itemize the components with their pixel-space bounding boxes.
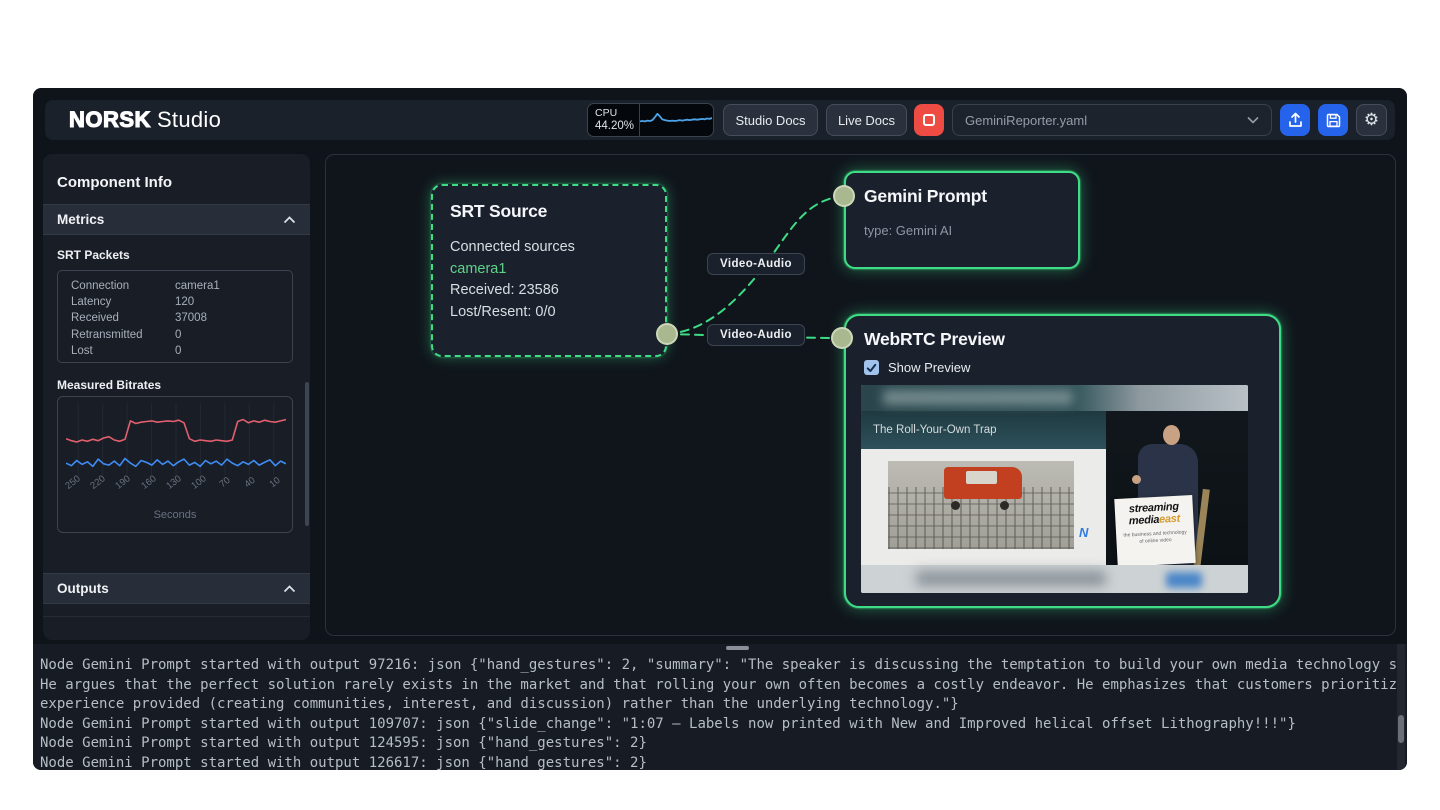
node-title: SRT Source [450, 201, 548, 221]
podium-sign: streaming mediaeast the business and tec… [1114, 495, 1196, 565]
brand-light: Studio [156, 107, 222, 132]
slide-body [861, 449, 1106, 565]
bitrates-x-label: Seconds [153, 509, 197, 521]
outputs-section-label: Outputs [57, 581, 109, 596]
source-name: camera1 [450, 260, 507, 277]
show-preview-label: Show Preview [888, 360, 971, 375]
slide-title: The Roll-Your-Own Trap [873, 424, 997, 436]
node-title: Gemini Prompt [864, 186, 987, 206]
brand-bold: NORSK [68, 106, 151, 132]
slide-header: The Roll-Your-Own Trap [861, 411, 1106, 449]
node-title: WebRTC Preview [864, 329, 1005, 349]
gear-icon: ⚙ [1363, 110, 1380, 129]
sidebar-scrollbar[interactable] [305, 382, 309, 526]
panel-title: Component Info [57, 174, 172, 191]
log-scrollbar-track [1397, 644, 1405, 770]
save-button[interactable] [1318, 104, 1348, 136]
metrics-section-label: Metrics [57, 212, 105, 227]
blurred-title-blob [883, 390, 1073, 405]
component-info-panel: Component Info Metrics SRT Packets Conne… [43, 154, 310, 640]
checkmark-icon [866, 363, 877, 372]
stop-button[interactable] [914, 104, 944, 136]
log-vertical-scrollbar[interactable] [1398, 715, 1404, 743]
stage-area: streaming mediaeast the business and tec… [1106, 411, 1248, 565]
connected-sources-label: Connected sources [450, 239, 575, 255]
speaker-head [1163, 425, 1180, 445]
show-preview-checkbox[interactable] [864, 360, 879, 375]
video-bottom-band [861, 565, 1248, 593]
cpu-meter: CPU 44.20% [587, 103, 714, 137]
node-webrtc-preview[interactable]: WebRTC Preview Show Preview [844, 314, 1281, 608]
node-gemini-prompt[interactable]: Gemini Prompt type: Gemini AI [844, 171, 1080, 269]
log-horizontal-scrollbar[interactable] [726, 646, 749, 650]
blurred-blue-logo [1166, 572, 1202, 588]
cpu-sparkline [640, 104, 713, 136]
cpu-value: 44.20% [595, 120, 635, 132]
edge-label-video-audio-1[interactable]: Video-Audio [707, 253, 805, 275]
chevron-up-icon [283, 215, 296, 224]
divider [43, 616, 310, 617]
log-lines: Node Gemini Prompt started with output 9… [40, 657, 1407, 770]
red-car-shape [943, 467, 1022, 499]
studio-docs-button[interactable]: Studio Docs [723, 104, 818, 136]
webrtc-video-preview: The Roll-Your-Own Trap N streaming media [861, 385, 1248, 593]
blurred-bottom-blob [916, 571, 1106, 586]
wheel-shape [999, 501, 1009, 511]
received-stat: Received: 23586 [450, 282, 559, 298]
live-docs-button[interactable]: Live Docs [826, 104, 907, 136]
edge-label-video-audio-2[interactable]: Video-Audio [707, 324, 805, 346]
cpu-sparkline-chart [640, 112, 712, 123]
cpu-meter-text: CPU 44.20% [588, 104, 640, 136]
node-editor-canvas[interactable]: SRT Source Connected sources camera1 Rec… [325, 154, 1396, 636]
port-gemini-input[interactable] [833, 185, 855, 207]
speaker-hand [1132, 475, 1141, 484]
node-srt-source[interactable]: SRT Source Connected sources camera1 Rec… [431, 184, 667, 357]
upload-button[interactable] [1280, 104, 1310, 136]
bitrates-plot [66, 403, 286, 475]
video-top-band [861, 385, 1248, 411]
save-icon [1326, 113, 1340, 127]
port-srt-output[interactable] [656, 323, 678, 345]
upload-icon [1288, 112, 1302, 127]
cpu-label: CPU [595, 107, 618, 119]
podium-caption: the business and technology of online vi… [1123, 529, 1187, 545]
log-console: Node Gemini Prompt started with output 9… [33, 644, 1407, 770]
bitrates-title: Measured Bitrates [57, 378, 162, 392]
port-webrtc-input[interactable] [831, 327, 853, 349]
stop-icon [923, 114, 935, 126]
config-file-name: GeminiReporter.yaml [965, 112, 1088, 128]
chevron-down-icon [1247, 116, 1259, 124]
car-parts-photo [888, 461, 1074, 549]
metrics-section-header[interactable]: Metrics [43, 204, 310, 235]
slide-logo: N [1079, 525, 1089, 540]
node-subtitle: type: Gemini AI [864, 223, 953, 238]
outputs-section-header[interactable]: Outputs [43, 573, 310, 604]
srt-packets-title: SRT Packets [57, 248, 130, 262]
chevron-up-icon [283, 584, 296, 593]
edge-srt-to-gemini [666, 195, 845, 335]
lost-resent-stat: Lost/Resent: 0/0 [450, 303, 556, 320]
config-file-select[interactable]: GeminiReporter.yaml [952, 104, 1272, 136]
settings-button[interactable]: ⚙ [1356, 104, 1387, 136]
wheel-shape [951, 501, 961, 511]
